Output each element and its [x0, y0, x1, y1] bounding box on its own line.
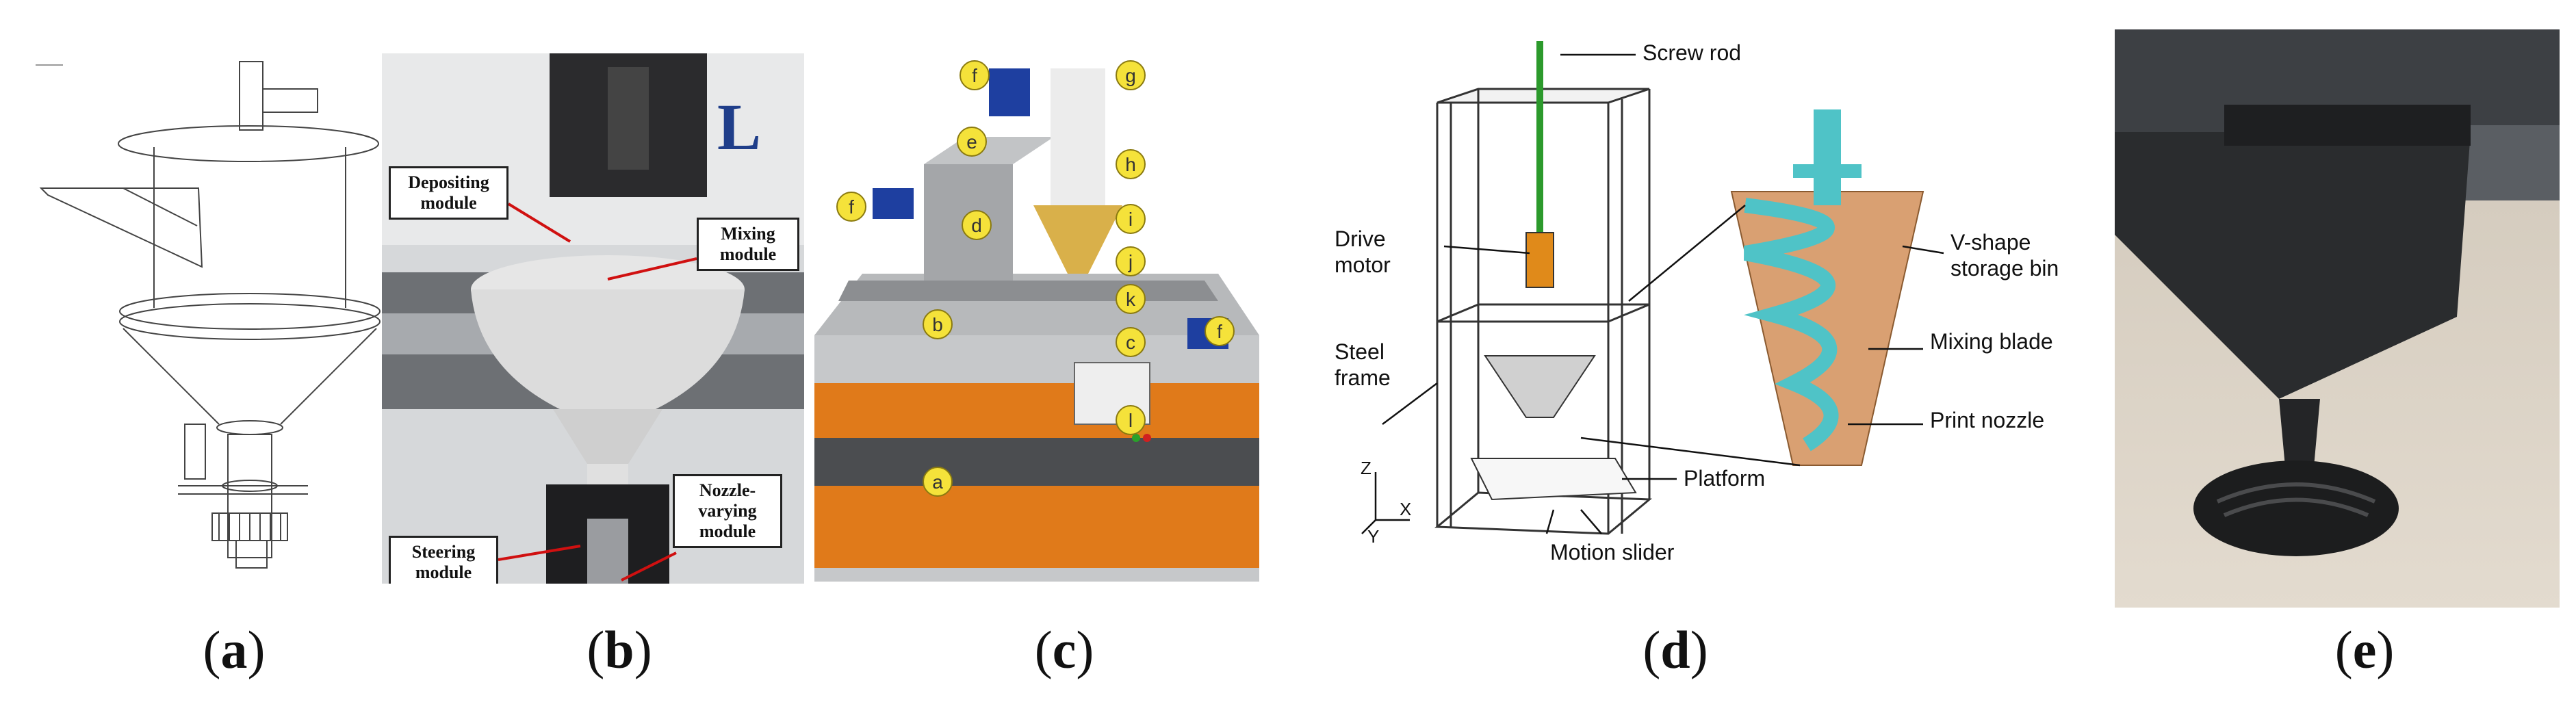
caption-c: (c)	[1034, 620, 1094, 679]
marker-l: l	[1116, 405, 1146, 435]
panel-b-photo: L Depositing module Mixing module Steeri…	[382, 53, 804, 584]
printed-object-photo	[2115, 29, 2560, 608]
marker-b: b	[923, 309, 953, 339]
marker-i: i	[1116, 204, 1146, 234]
caption-d: (d)	[1643, 620, 1708, 679]
marker-e: e	[957, 127, 987, 157]
marker-d: d	[962, 210, 992, 240]
panel-e-photo	[2115, 29, 2560, 608]
marker-k: k	[1116, 284, 1146, 314]
marker-f-3: f	[1205, 316, 1235, 346]
caption-a: (a)	[203, 620, 266, 679]
panel-a-line-drawing	[21, 41, 404, 595]
frame-diagram	[1361, 41, 1944, 535]
printer-render	[814, 68, 1259, 582]
axis-label-z: Z	[1361, 458, 1371, 478]
caption-b-letter: b	[604, 620, 634, 679]
label-depositing-module: Depositing module	[389, 166, 508, 220]
marker-h: h	[1116, 149, 1146, 179]
caption-a-letter: a	[220, 620, 248, 679]
caption-e: (e)	[2334, 620, 2395, 679]
label-steering-module: Steering module	[389, 536, 498, 584]
wall-letter: L	[717, 90, 762, 164]
marker-g: g	[1116, 60, 1146, 90]
marker-a: a	[923, 467, 953, 497]
label-mixing-blade: Mixing blade	[1930, 329, 2053, 354]
label-motion-slider: Motion slider	[1550, 540, 1675, 564]
caption-d-letter: d	[1660, 620, 1690, 679]
leader-lines	[498, 203, 697, 582]
panel-d-diagram: Screw rod Drive motor Steel frame V-shap…	[1321, 27, 2094, 595]
caption-b: (b)	[587, 620, 652, 679]
caption-c-letter: c	[1052, 620, 1077, 679]
caption-e-letter: e	[2352, 620, 2377, 679]
label-nozzle-varying-module: Nozzle-varying module	[673, 474, 782, 548]
marker-f-1: f	[959, 60, 990, 90]
hopper-line-drawing	[36, 61, 381, 569]
marker-c: c	[1116, 327, 1146, 357]
label-steel-frame: Steel frame	[1335, 339, 1391, 390]
printer-photo	[382, 53, 804, 584]
marker-f-2: f	[836, 192, 866, 222]
axis-label-x: X	[1400, 499, 1412, 519]
label-mixing-module: Mixing module	[697, 218, 799, 271]
label-print-nozzle: Print nozzle	[1930, 408, 2045, 432]
panel-c-render: f g e h f i d j k b c f l a	[808, 48, 1266, 588]
label-screw-rod: Screw rod	[1643, 40, 1742, 65]
label-v-shape-storage-bin: V-shape storage bin	[1950, 230, 2059, 281]
label-drive-motor: Drive motor	[1335, 226, 1391, 277]
marker-j: j	[1116, 246, 1146, 276]
label-platform: Platform	[1684, 466, 1766, 491]
axis-label-y: Y	[1367, 526, 1380, 547]
